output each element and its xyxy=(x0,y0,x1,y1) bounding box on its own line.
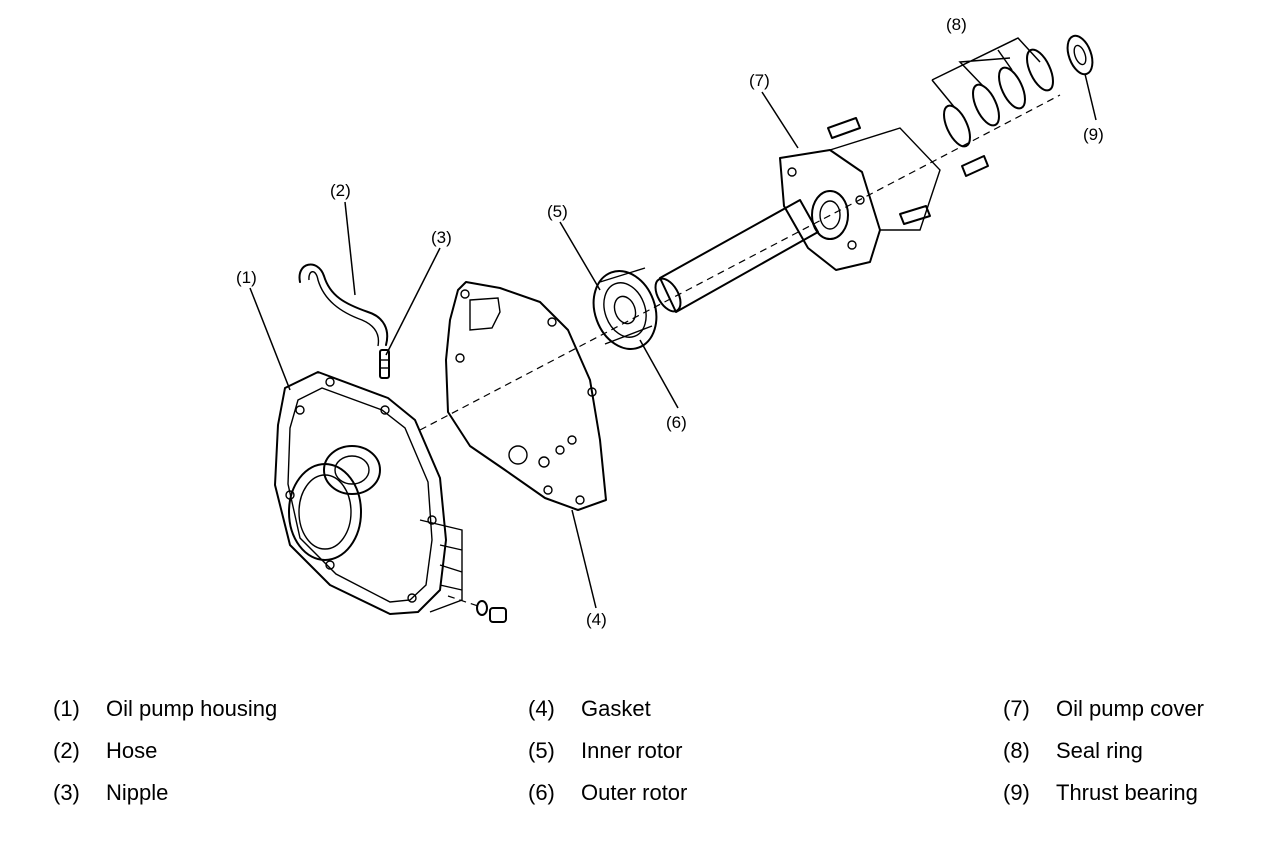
callout-1: (1) xyxy=(236,268,257,287)
seal-rings-part xyxy=(943,48,1054,148)
rotor-set-part xyxy=(592,267,658,350)
legend-item-number: (5) xyxy=(528,738,555,763)
legend-item-number: (6) xyxy=(528,780,555,805)
callout-4: (4) xyxy=(586,610,607,629)
callout-2: (2) xyxy=(330,181,351,200)
legend-item-number: (2) xyxy=(53,738,80,763)
gasket-part xyxy=(445,281,607,511)
callout-5: (5) xyxy=(547,202,568,221)
parts-legend: (1) Oil pump housing (2) Hose (3) Nipple… xyxy=(0,696,1280,826)
thrust-bearing-part xyxy=(1066,34,1094,76)
legend-item-label: Hose xyxy=(106,738,158,763)
legend-item-number: (1) xyxy=(53,696,80,721)
legend-item-number: (4) xyxy=(528,696,555,721)
oil-pump-cover-part xyxy=(654,117,989,313)
legend-item-number: (8) xyxy=(1003,738,1030,763)
legend-item-label: Oil pump housing xyxy=(106,696,278,721)
legend-item-label: Seal ring xyxy=(1056,738,1143,763)
hose-part xyxy=(298,263,389,346)
assembly-axis-line xyxy=(419,94,1061,431)
legend-item-label: Outer rotor xyxy=(581,780,688,805)
callout-3: (3) xyxy=(431,228,452,247)
callout-8: (8) xyxy=(946,15,967,34)
callout-9: (9) xyxy=(1083,125,1104,144)
callout-7: (7) xyxy=(749,71,770,90)
leader-lines xyxy=(249,37,1097,609)
exploded-view-diagram: (1) (2) (3) (4) (5) (6) (7) (8) (9) xyxy=(236,15,1104,629)
legend-item-number: (9) xyxy=(1003,780,1030,805)
legend-item-label: Inner rotor xyxy=(581,738,683,763)
nipple-part xyxy=(379,349,390,379)
legend-item-number: (3) xyxy=(53,780,80,805)
oil-pump-housing-part xyxy=(274,371,463,615)
legend-item-label: Thrust bearing xyxy=(1056,780,1198,805)
callout-6: (6) xyxy=(666,413,687,432)
drain-plug-part xyxy=(447,595,507,623)
legend-item-label: Gasket xyxy=(581,696,651,721)
legend-item-label: Oil pump cover xyxy=(1056,696,1204,721)
legend-item-number: (7) xyxy=(1003,696,1030,721)
legend-item-label: Nipple xyxy=(106,780,169,805)
